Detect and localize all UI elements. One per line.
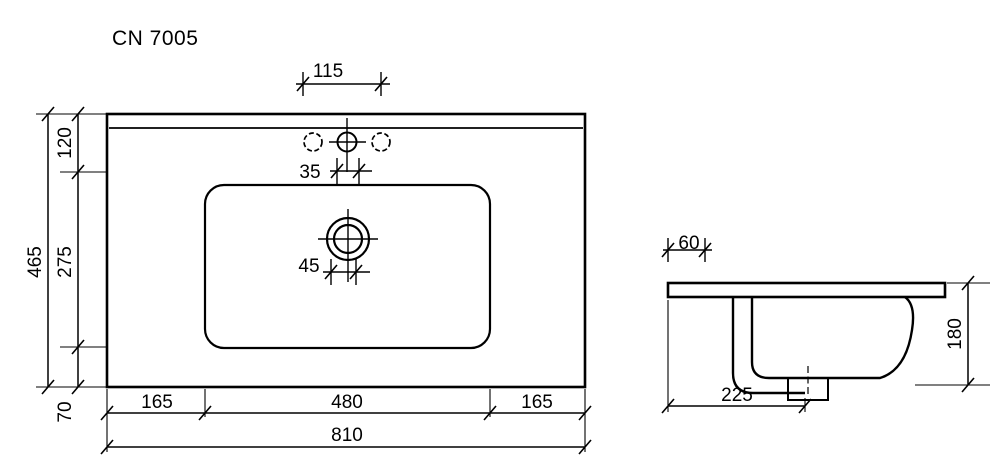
dim-basin-bottom-225: 225 bbox=[661, 300, 812, 414]
bowl-outer-profile bbox=[731, 297, 805, 395]
dim-label-115: 115 bbox=[313, 61, 343, 82]
dim-slab-thickness-60: 60 bbox=[661, 233, 712, 262]
dim-label-165-right: 165 bbox=[521, 392, 553, 413]
dim-label-275: 275 bbox=[55, 246, 76, 278]
dim-hole-spacing-115: 115 bbox=[296, 61, 390, 96]
dim-label-120: 120 bbox=[55, 127, 76, 159]
countertop-outline bbox=[105, 112, 587, 389]
drawing-title: CN 7005 bbox=[112, 27, 198, 50]
dim-label-165-left: 165 bbox=[141, 392, 173, 413]
dim-label-465: 465 bbox=[25, 246, 46, 278]
dim-label-480: 480 bbox=[331, 392, 363, 413]
dim-drain-offset-45: 45 bbox=[298, 256, 370, 285]
dim-hole-offset-35: 35 bbox=[299, 158, 372, 184]
counter-slab-outline bbox=[666, 281, 947, 299]
dim-basin-depth-180: 180 bbox=[915, 275, 990, 393]
dim-label-45: 45 bbox=[298, 256, 319, 277]
basin-outline bbox=[203, 183, 492, 350]
left-dimension-chain: 120 275 70 465 bbox=[25, 106, 106, 423]
dim-label-225: 225 bbox=[721, 385, 753, 406]
dim-label-180: 180 bbox=[945, 318, 966, 350]
dim-label-35: 35 bbox=[299, 162, 320, 183]
bottom-dimension-chain: 165 480 165 810 bbox=[100, 389, 592, 455]
top-view-group bbox=[105, 112, 587, 389]
tap-hole-crosshair-icon bbox=[329, 118, 366, 172]
drain-crosshair-icon bbox=[318, 209, 378, 282]
bowl-inner-profile bbox=[750, 296, 915, 380]
dim-label-60: 60 bbox=[678, 233, 699, 254]
tap-hole-left-icon bbox=[303, 132, 323, 152]
tap-hole-right-icon bbox=[371, 132, 391, 152]
dim-label-70: 70 bbox=[55, 401, 76, 422]
dim-label-810: 810 bbox=[331, 425, 363, 446]
side-view-group bbox=[666, 281, 947, 401]
